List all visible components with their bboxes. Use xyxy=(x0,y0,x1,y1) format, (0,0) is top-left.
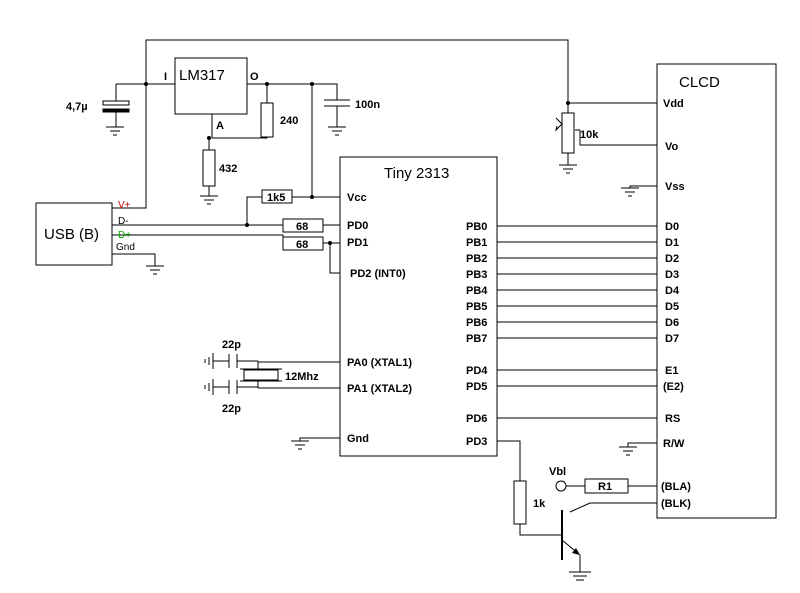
lcd-pin-d0: D0 xyxy=(665,221,679,233)
ground-icon xyxy=(106,126,124,136)
cap-input-value: 4,7µ xyxy=(66,101,88,113)
ground-symbols xyxy=(106,126,639,581)
resistor-240-value: 240 xyxy=(280,115,298,127)
ground-icon xyxy=(619,446,637,456)
lcd-pin-vdd: Vdd xyxy=(663,98,684,110)
vbl-terminal: Vbl xyxy=(549,466,567,492)
ground-icon xyxy=(200,195,218,205)
lcd-pin-rs: RS xyxy=(665,413,680,425)
usb-pin-dplus: D+ xyxy=(118,230,131,241)
transistor-npn xyxy=(561,510,581,572)
mcu-pin-pb2: PB2 xyxy=(466,253,487,265)
mcu-pin-pd0: PD0 xyxy=(347,220,368,232)
resistor-68-dminus: 68 xyxy=(282,218,324,233)
lm317-pin-in: I xyxy=(164,71,167,83)
ground-icon xyxy=(559,164,577,174)
mcu-pin-pb3: PB3 xyxy=(466,269,487,281)
ground-icon xyxy=(569,571,591,581)
resistor-432-value: 432 xyxy=(219,163,237,175)
lm317-body xyxy=(174,57,248,115)
resistor-1k: 1k xyxy=(513,480,546,525)
mcu-pin-pd2: PD2 (INT0) xyxy=(350,268,406,280)
vbl-label: Vbl xyxy=(549,466,566,478)
capacitor-output: 100n xyxy=(324,99,380,127)
lcd-body xyxy=(656,63,777,519)
resistor-68-dplus: 68 xyxy=(282,236,324,251)
lcd-pin-d3: D3 xyxy=(665,269,679,281)
usb-pin-dminus: D- xyxy=(118,216,129,227)
usb-label: USB (B) xyxy=(44,226,99,243)
resistor-r1-value: R1 xyxy=(598,481,612,493)
ground-icon xyxy=(146,265,164,275)
mcu-pin-pb6: PB6 xyxy=(466,317,487,329)
potentiometer-10k: 10k xyxy=(555,103,599,154)
mcu-pin-pb0: PB0 xyxy=(466,221,487,233)
junction-dots xyxy=(144,82,570,245)
lcd-pin-vo: Vo xyxy=(665,141,679,153)
cap-output-value: 100n xyxy=(355,99,380,111)
lcd-pin-bla: (BLA) xyxy=(661,481,691,493)
lcd-clcd: CLCD Vdd Vo Vss D0 D1 D2 D3 D4 D5 D6 D7 … xyxy=(656,63,777,519)
usb-connector: USB (B) V+ D- D+ Gnd xyxy=(35,200,135,266)
mcu-pin-pa0: PA0 (XTAL1) xyxy=(347,357,412,369)
pot-value: 10k xyxy=(580,129,599,141)
usb-pin-vplus: V+ xyxy=(118,200,131,211)
resistor-240: 240 xyxy=(260,102,298,138)
mcu-pin-pd1: PD1 xyxy=(347,237,368,249)
resistor-432: 432 xyxy=(202,149,237,187)
mcu-pin-pd3: PD3 xyxy=(466,436,487,448)
cap-xtal1-value: 22p xyxy=(222,339,241,351)
lcd-pin-d1: D1 xyxy=(665,237,679,249)
crystal-body xyxy=(243,369,279,381)
crystal-value: 12Mhz xyxy=(285,371,319,383)
lm317-pin-adj: A xyxy=(216,120,224,132)
resistor-68a-value: 68 xyxy=(296,221,308,233)
lcd-pin-d6: D6 xyxy=(665,317,679,329)
mcu-pin-pb7: PB7 xyxy=(466,333,487,345)
lcd-pin-vss: Vss xyxy=(665,181,685,193)
mcu-pin-pd6: PD6 xyxy=(466,413,487,425)
lm317-label: LM317 xyxy=(179,67,225,84)
lcd-pin-d7: D7 xyxy=(665,333,679,345)
resistor-68b-value: 68 xyxy=(296,239,308,251)
mcu-label: Tiny 2313 xyxy=(384,165,449,182)
lcd-pin-d4: D4 xyxy=(665,285,680,297)
resistor-1k-value: 1k xyxy=(533,498,546,510)
ground-icon xyxy=(204,353,220,369)
lcd-pin-d5: D5 xyxy=(665,301,679,313)
ground-icon xyxy=(621,187,639,197)
lm317-pin-out: O xyxy=(250,71,259,83)
lcd-pin-e1: E1 xyxy=(665,365,678,377)
mcu-pin-pb1: PB1 xyxy=(466,237,487,249)
mcu-pin-pd5: PD5 xyxy=(466,381,487,393)
ground-icon xyxy=(291,440,309,450)
lcd-pin-e2: (E2) xyxy=(663,381,684,393)
cap-xtal2-value: 22p xyxy=(222,403,241,415)
lcd-pin-d2: D2 xyxy=(665,253,679,265)
resistor-1k5-value: 1k5 xyxy=(267,192,285,204)
resistor-r1-backlight: R1 xyxy=(584,478,629,494)
lcd-label: CLCD xyxy=(679,74,720,91)
lcd-pin-blk: (BLK) xyxy=(661,498,691,510)
mcu-pin-vcc: Vcc xyxy=(347,192,367,204)
ground-icon xyxy=(328,126,346,136)
mcu-pin-pd4: PD4 xyxy=(466,365,488,377)
capacitor-input: 4,7µ xyxy=(66,100,130,127)
mcu-tiny2313: Tiny 2313 Vcc PD0 PD1 PD2 (INT0) PA0 (XT… xyxy=(339,156,498,457)
lm317-regulator: LM317 I O A xyxy=(164,57,259,132)
resistor-1k5: 1k5 xyxy=(261,189,293,204)
crystal-section: 22p 22p 12Mhz xyxy=(222,339,319,415)
mcu-pin-gnd: Gnd xyxy=(347,433,369,445)
usb-body xyxy=(35,202,113,266)
ground-icon xyxy=(204,379,220,395)
mcu-pin-pb5: PB5 xyxy=(466,301,487,313)
usb-pin-gnd: Gnd xyxy=(116,242,135,253)
mcu-pin-pb4: PB4 xyxy=(466,285,488,297)
lcd-pin-rw: R/W xyxy=(663,438,685,450)
mcu-pin-pa1: PA1 (XTAL2) xyxy=(347,383,412,395)
mcu-body xyxy=(339,156,498,457)
